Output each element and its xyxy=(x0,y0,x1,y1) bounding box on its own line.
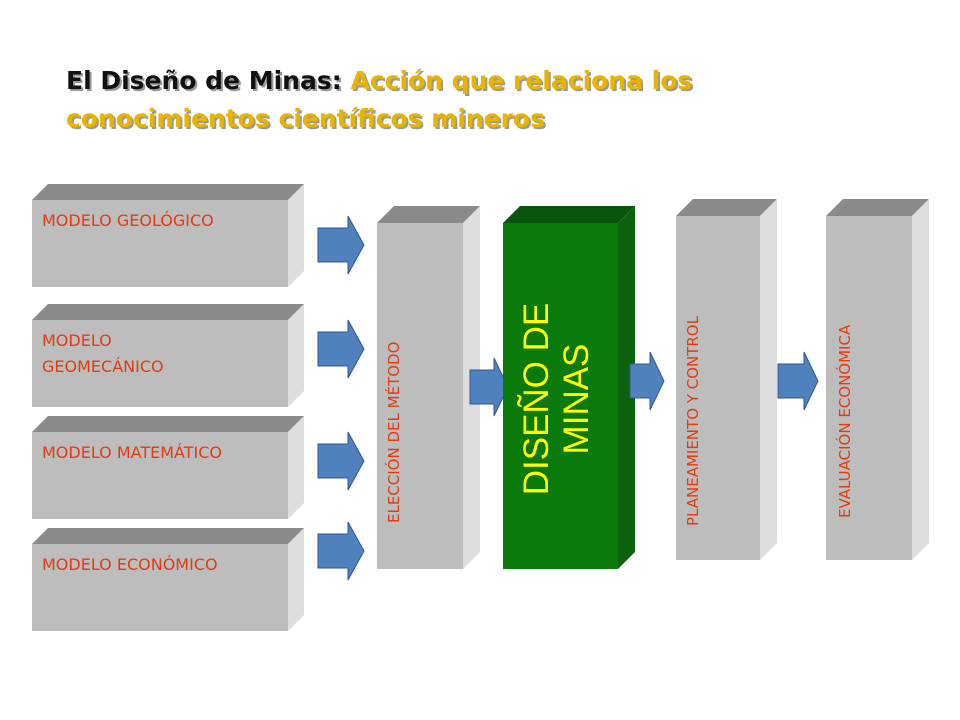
box-front-face: PLANEAMIENTO Y CONTROL xyxy=(676,216,760,560)
arrow-right-icon xyxy=(777,351,819,411)
box-eleccion-metodo: ELECCIÓN DEL MÉTODO xyxy=(377,206,480,569)
box-top-face xyxy=(32,528,304,544)
box-top-face xyxy=(377,206,480,223)
design-label: DISEÑO DE MINAS xyxy=(517,279,597,519)
arrow-right-icon xyxy=(317,215,365,275)
box-side-face xyxy=(760,199,777,560)
box-front-face: ELECCIÓN DEL MÉTODO xyxy=(377,223,463,569)
model-label: MODELO GEOLÓGICO xyxy=(42,211,214,230)
box-top-face xyxy=(32,184,304,200)
model-label: MODELO GEOMECÁNICO xyxy=(42,331,164,376)
box-front-face: DISEÑO DE MINAS xyxy=(503,223,618,569)
arrow-right-icon xyxy=(317,431,365,491)
box-side-face xyxy=(288,304,304,407)
arrow-right-icon xyxy=(469,357,509,417)
box-top-face xyxy=(32,416,304,432)
box-modelo-geologico: MODELO GEOLÓGICO xyxy=(32,184,304,287)
title-rest: Acción que relaciona los conocimientos c… xyxy=(66,66,693,133)
arrow-right-icon xyxy=(629,351,665,411)
arrow-right-icon xyxy=(317,319,365,379)
box-side-face xyxy=(288,528,304,631)
box-top-face xyxy=(503,206,635,223)
box-side-face xyxy=(288,416,304,519)
box-front-face: MODELO MATEMÁTICO xyxy=(32,432,288,519)
box-side-face xyxy=(288,184,304,287)
slide-title: El Diseño de Minas: Acción que relaciona… xyxy=(66,62,886,138)
box-planeamiento-control: PLANEAMIENTO Y CONTROL xyxy=(676,199,777,560)
design-label-line1: DISEÑO DE xyxy=(517,302,556,496)
arrow-right-icon xyxy=(317,521,365,581)
box-modelo-matematico: MODELO MATEMÁTICO xyxy=(32,416,304,519)
planning-label: PLANEAMIENTO Y CONTROL xyxy=(684,316,702,526)
design-label-line2: MINAS xyxy=(557,343,596,455)
model-label: MODELO ECONÓMICO xyxy=(42,555,218,574)
box-top-face xyxy=(826,199,929,216)
box-top-face xyxy=(676,199,777,216)
evaluation-label: EVALUACIÓN ECONÓMICA xyxy=(836,324,854,518)
box-front-face: MODELO ECONÓMICO xyxy=(32,544,288,631)
box-evaluacion-economica: EVALUACIÓN ECONÓMICA xyxy=(826,199,929,560)
title-lead: El Diseño de Minas: xyxy=(66,66,342,95)
box-modelo-economico: MODELO ECONÓMICO xyxy=(32,528,304,631)
box-front-face: MODELO GEOMECÁNICO xyxy=(32,320,288,407)
box-side-face xyxy=(912,199,929,560)
box-top-face xyxy=(32,304,304,320)
model-label: MODELO MATEMÁTICO xyxy=(42,443,223,462)
box-front-face: MODELO GEOLÓGICO xyxy=(32,200,288,287)
box-front-face: EVALUACIÓN ECONÓMICA xyxy=(826,216,912,560)
box-modelo-geomecanico: MODELO GEOMECÁNICO xyxy=(32,304,304,407)
method-label: ELECCIÓN DEL MÉTODO xyxy=(385,341,403,523)
box-diseno-minas: DISEÑO DE MINAS xyxy=(503,206,635,569)
box-side-face xyxy=(618,206,635,569)
